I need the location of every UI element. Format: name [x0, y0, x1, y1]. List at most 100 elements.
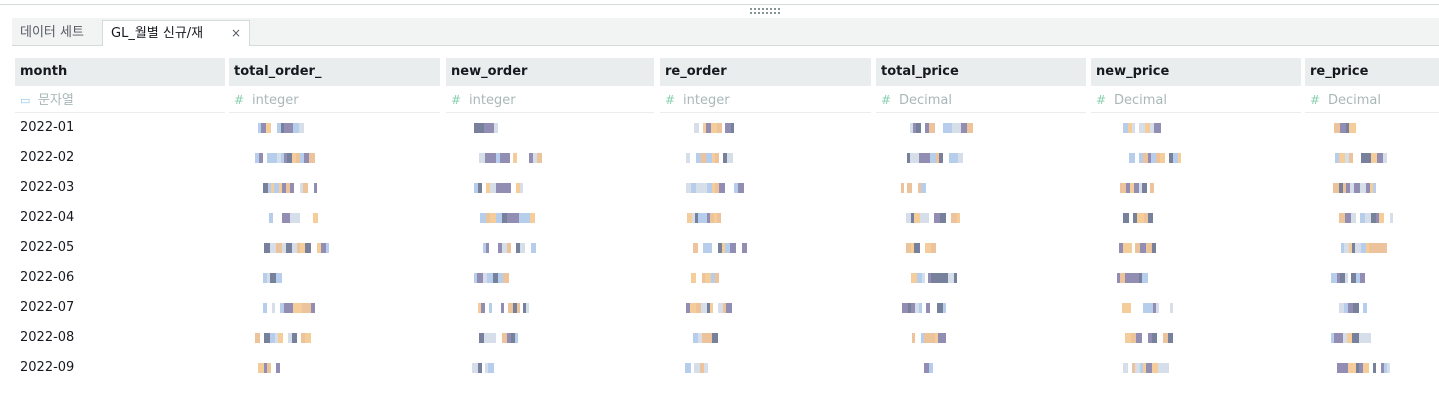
redacted-value — [1132, 122, 1135, 133]
redacted-value — [1365, 212, 1371, 223]
redacted-value — [502, 212, 507, 223]
redacted-value — [1360, 182, 1366, 193]
redacted-value — [1341, 242, 1344, 253]
column-header[interactable]: re_order — [660, 58, 871, 86]
redacted-value — [1148, 332, 1152, 343]
redacted-value — [286, 212, 290, 223]
redacted-value — [907, 152, 910, 163]
redacted-value — [486, 242, 489, 253]
redacted-value — [722, 242, 725, 253]
redacted-value — [700, 362, 704, 373]
redacted-value — [484, 122, 487, 133]
redacted-value — [258, 122, 261, 133]
redacted-value — [1351, 212, 1356, 223]
redacted-value — [706, 122, 711, 133]
column-header[interactable]: total_price — [876, 58, 1086, 86]
redacted-value — [924, 362, 929, 373]
redacted-value — [1123, 362, 1128, 373]
table-cell — [229, 203, 440, 233]
redacted-value — [916, 122, 921, 133]
redacted-value — [1347, 332, 1352, 343]
redacted-value — [1130, 182, 1134, 193]
redacted-value — [1339, 212, 1345, 223]
column-header[interactable]: re_price — [1305, 58, 1439, 86]
redacted-value — [701, 302, 707, 313]
column-header[interactable]: total_order_ — [229, 58, 440, 86]
redacted-value — [507, 212, 512, 223]
redacted-value — [1337, 272, 1340, 283]
redacted-value — [1337, 362, 1343, 373]
redacted-value — [287, 152, 292, 163]
redacted-value — [954, 272, 957, 283]
redacted-value — [512, 212, 516, 223]
redacted-value — [686, 152, 690, 163]
redacted-value — [906, 242, 911, 253]
redacted-value — [271, 182, 274, 193]
hash-icon: # — [881, 93, 892, 107]
redacted-value — [263, 182, 268, 193]
tab-datasets[interactable]: 데이터 세트 — [12, 20, 102, 45]
redacted-value — [1352, 122, 1356, 133]
redacted-value — [703, 182, 707, 193]
redacted-value — [302, 302, 307, 313]
table-cell — [446, 323, 654, 353]
tab-gl-monthly[interactable]: GL_월별 신규/재 × — [102, 20, 250, 46]
tab-datasets-label: 데이터 세트 — [20, 25, 84, 40]
redacted-value — [1366, 242, 1369, 253]
redacted-value — [918, 182, 921, 193]
redacted-value — [1356, 272, 1360, 283]
redacted-value — [955, 122, 961, 133]
table-cell — [229, 353, 440, 383]
redacted-value — [313, 212, 318, 223]
redacted-value — [477, 272, 483, 283]
redacted-value — [725, 122, 731, 133]
table-cell — [229, 173, 440, 203]
redacted-value — [731, 122, 734, 133]
table-cell — [229, 233, 440, 263]
table-cell — [660, 293, 871, 323]
redacted-value — [1159, 243, 1164, 253]
redacted-value — [929, 122, 935, 133]
column-header[interactable]: month — [15, 58, 225, 86]
table-cell — [1091, 143, 1301, 173]
table-cell — [1305, 293, 1439, 323]
redacted-value — [519, 212, 524, 223]
redacted-value — [928, 272, 931, 283]
redacted-value — [734, 182, 738, 193]
resize-handle[interactable] — [750, 8, 782, 16]
redacted-value — [935, 332, 938, 343]
redacted-value — [913, 122, 916, 133]
redacted-value — [957, 212, 960, 223]
redacted-value — [715, 182, 719, 193]
table-cell: 2022-06 — [20, 270, 75, 285]
column-type-label: integer — [469, 93, 516, 108]
column-header[interactable]: new_order — [446, 58, 654, 86]
redacted-value — [715, 272, 719, 283]
redacted-value — [292, 332, 297, 343]
table-cell — [660, 173, 871, 203]
redacted-value — [274, 182, 279, 193]
redacted-value — [267, 362, 271, 373]
redacted-value — [1169, 152, 1173, 163]
column-type: #Decimal — [876, 86, 1086, 113]
redacted-value — [1158, 122, 1161, 133]
redacted-value — [270, 332, 275, 343]
redacted-value — [1344, 242, 1349, 253]
redacted-value — [490, 212, 496, 223]
redacted-value — [1374, 152, 1377, 163]
redacted-value — [1143, 152, 1148, 163]
redacted-value — [692, 212, 695, 223]
hash-icon: # — [451, 93, 462, 107]
redacted-value — [1151, 152, 1156, 163]
table-cell — [876, 263, 1086, 293]
redacted-value — [1346, 182, 1350, 193]
redacted-value — [1351, 272, 1356, 283]
redacted-value — [296, 152, 300, 163]
column-header[interactable]: new_price — [1091, 58, 1301, 86]
column-type-label: integer — [252, 93, 299, 108]
redacted-value — [911, 272, 917, 283]
table-cell: 2022-07 — [20, 300, 75, 315]
close-icon[interactable]: × — [230, 26, 242, 40]
redacted-value — [1365, 332, 1371, 343]
